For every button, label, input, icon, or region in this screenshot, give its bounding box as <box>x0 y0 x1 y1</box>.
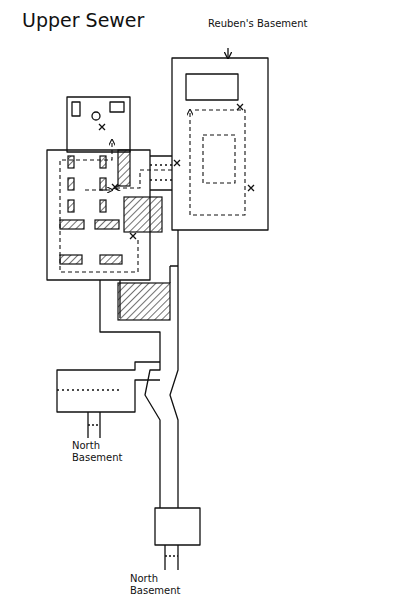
place-label: North Basement <box>72 440 134 463</box>
place-label: North Basement <box>130 573 192 596</box>
place-label: Reuben's Basement <box>208 18 307 30</box>
map-title: Upper Sewer <box>22 10 144 32</box>
room-outline <box>172 58 268 230</box>
room-outline <box>67 97 130 152</box>
room-outline <box>155 508 200 545</box>
basement-entrance <box>186 74 238 100</box>
